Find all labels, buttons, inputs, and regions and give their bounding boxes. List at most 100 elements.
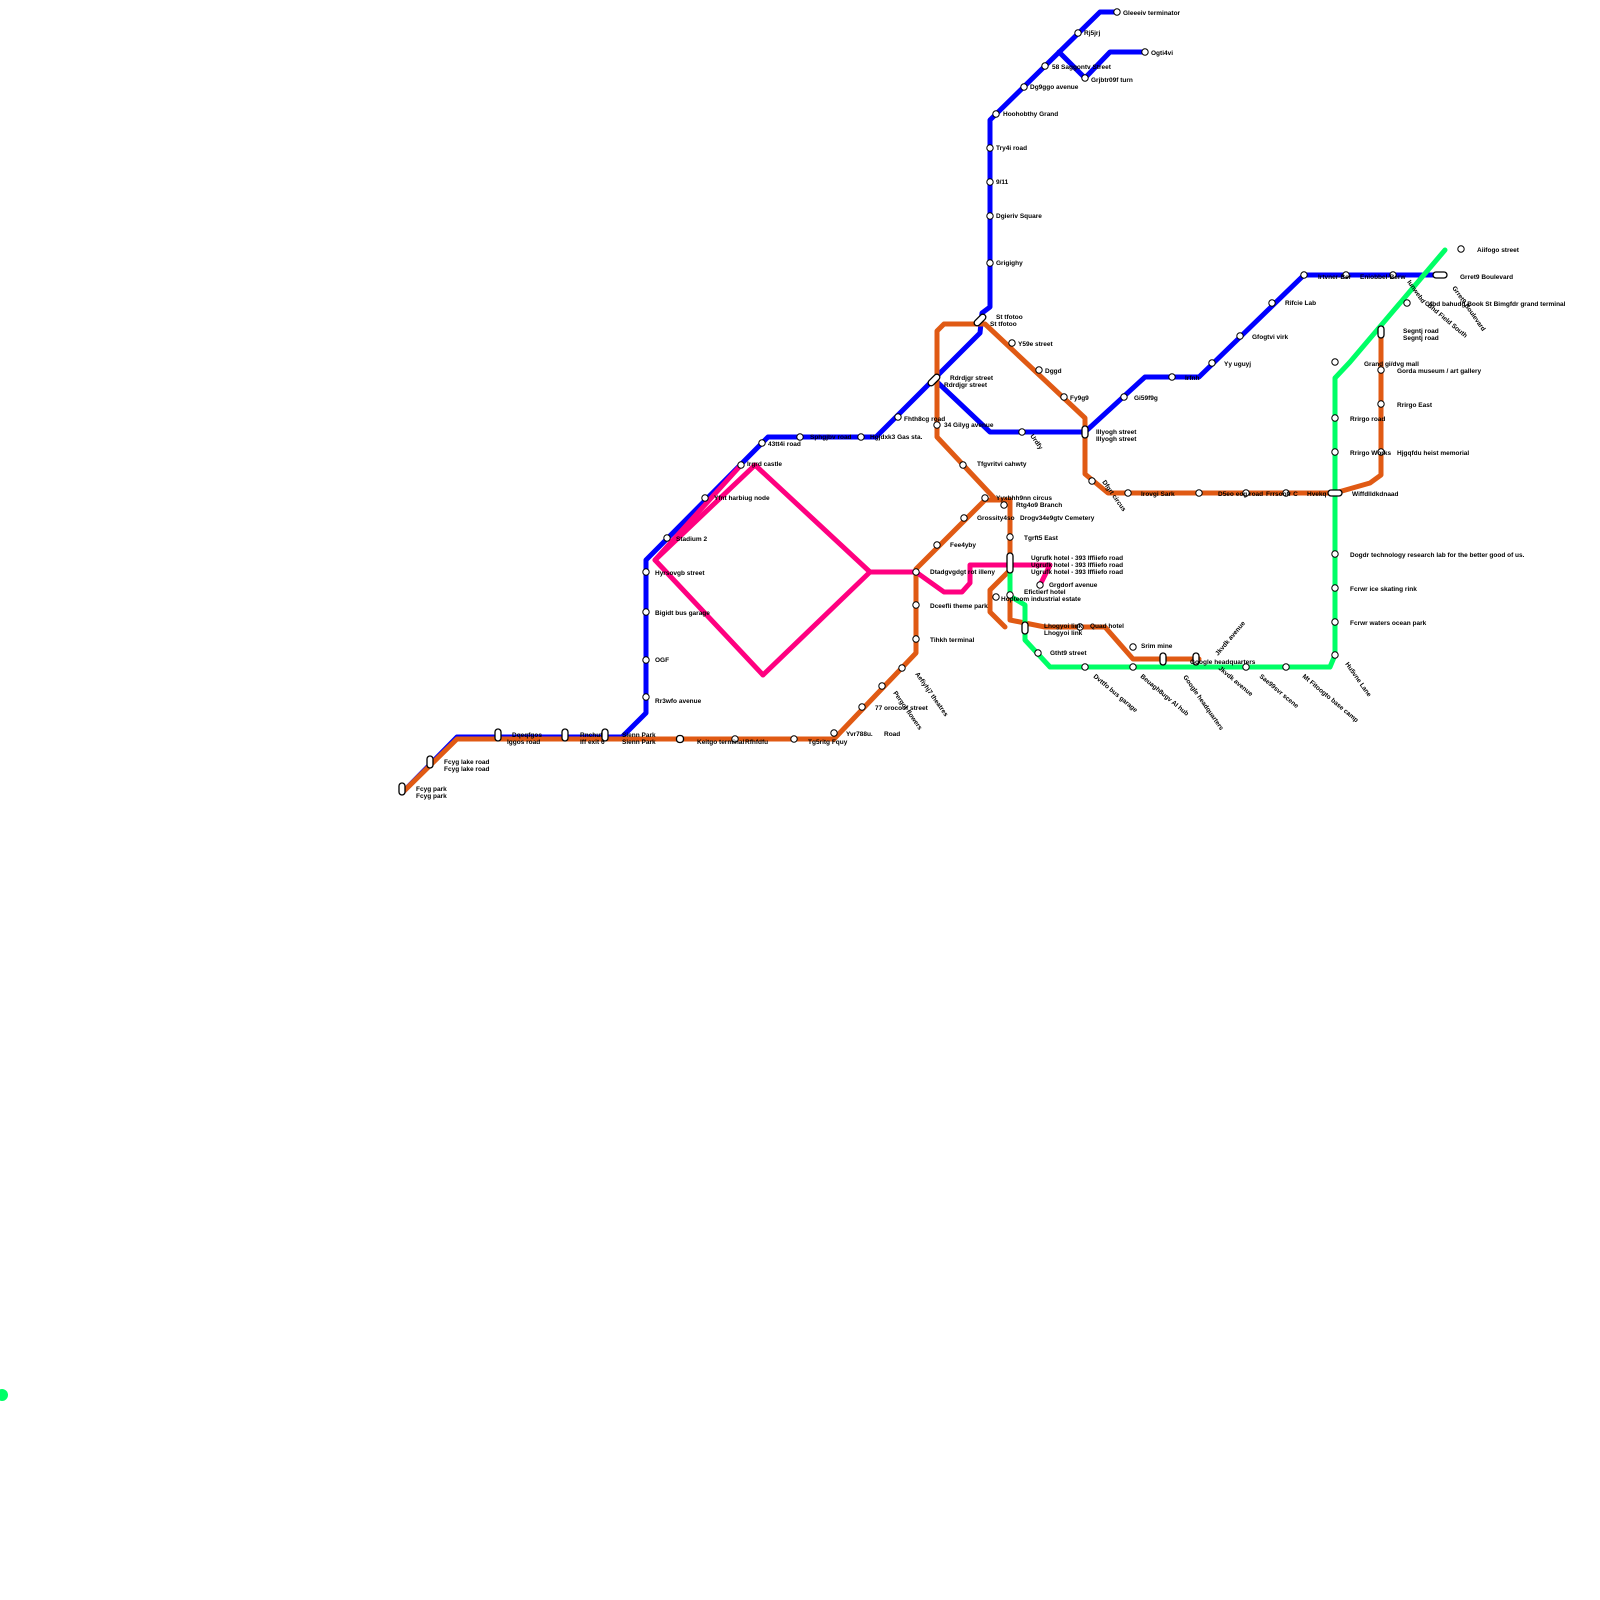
station-marker[interactable]	[959, 461, 967, 469]
station-marker[interactable]	[986, 212, 994, 220]
interchange-marker[interactable]	[1432, 271, 1448, 279]
station-label[interactable]: Hoohobthy Grand	[1003, 111, 1058, 118]
station-label[interactable]: Y59e street	[1018, 341, 1054, 348]
station-label[interactable]: Sienn Park	[622, 739, 656, 746]
station-label[interactable]: Illyogh street	[1096, 436, 1137, 443]
station-label[interactable]: 34 Gilyg avenue	[944, 422, 994, 429]
station-marker[interactable]	[642, 693, 650, 701]
station-marker[interactable]	[1129, 663, 1137, 671]
station-marker[interactable]	[1168, 373, 1176, 381]
station-marker[interactable]	[1377, 366, 1385, 374]
station-label[interactable]: Rifcie Lab	[1285, 300, 1316, 307]
station-label[interactable]: Rdrdjgr street	[950, 375, 994, 382]
station-marker[interactable]	[986, 259, 994, 267]
station-marker[interactable]	[1282, 489, 1290, 497]
station-marker[interactable]	[796, 433, 804, 441]
station-marker[interactable]	[1060, 393, 1068, 401]
interchange-marker[interactable]	[927, 373, 941, 387]
station-label[interactable]: Dtadgvgdgt rot illeny	[930, 569, 995, 576]
station-label[interactable]: Gi59f9g	[1134, 395, 1158, 402]
station-label[interactable]: St tfotoo	[996, 314, 1023, 321]
station-label[interactable]: Irtvner-Ber	[1318, 274, 1352, 281]
station-label[interactable]: Segntj road	[1403, 335, 1439, 342]
station-marker[interactable]	[1342, 271, 1350, 279]
station-marker[interactable]	[878, 682, 886, 690]
station-label[interactable]: 77 orocoof street	[875, 705, 929, 712]
station-marker[interactable]	[1124, 489, 1132, 497]
station-label[interactable]: Srim mine	[1141, 643, 1173, 650]
station-label[interactable]: Yvr788u.	[846, 731, 873, 738]
station-label[interactable]: Fcyg park	[416, 786, 447, 793]
interchange-marker[interactable]	[1021, 621, 1029, 635]
station-marker[interactable]	[1268, 299, 1276, 307]
station-label[interactable]: Tgrft5 East	[1024, 535, 1059, 542]
station-marker[interactable]	[981, 494, 989, 502]
station-label[interactable]: Yy uguyj	[1224, 361, 1251, 368]
interchange-marker[interactable]	[426, 755, 434, 769]
station-label[interactable]: Irgrd castle	[747, 461, 782, 468]
station-label[interactable]: Hu5vne Lane	[1343, 661, 1372, 698]
station-label[interactable]: Dgieriv Square	[996, 213, 1042, 220]
station-label[interactable]: Gfbd bahudg Book St Bimgfdr grand termin…	[1425, 301, 1566, 308]
station-marker[interactable]	[1006, 533, 1014, 541]
station-label[interactable]: D5eo eog road	[1218, 491, 1263, 498]
interchange-marker[interactable]	[398, 782, 406, 796]
interchange-marker[interactable]	[601, 728, 609, 742]
station-marker[interactable]	[830, 729, 838, 737]
station-marker[interactable]	[1377, 400, 1385, 408]
station-label[interactable]: Dfgrt circus	[1100, 479, 1127, 513]
station-label[interactable]: 43tt4i road	[768, 441, 801, 448]
station-marker[interactable]	[1088, 477, 1096, 485]
station-label[interactable]: Jkvdk avenue	[1217, 665, 1254, 698]
station-label[interactable]: Drogv34e9gtv Cemetery	[1020, 515, 1095, 522]
station-label[interactable]: Fcyg park	[416, 793, 447, 800]
station-label[interactable]: Dogdr technology research lab for the be…	[1350, 552, 1525, 559]
station-label[interactable]: Mt Fitoogto base camp	[1301, 673, 1360, 724]
station-marker[interactable]	[898, 664, 906, 672]
station-marker[interactable]	[1403, 299, 1411, 307]
station-label[interactable]: Dggd	[1045, 368, 1062, 375]
station-label[interactable]: Irfnh	[1185, 375, 1199, 382]
station-label[interactable]: Wiffdlldkdnaad	[1352, 491, 1399, 498]
station-marker[interactable]	[912, 601, 920, 609]
station-marker[interactable]	[992, 110, 1000, 118]
station-label[interactable]: Urdfy	[1028, 433, 1044, 451]
station-marker[interactable]	[992, 593, 1000, 601]
station-marker[interactable]	[737, 461, 745, 469]
station-marker[interactable]	[1006, 591, 1014, 599]
station-label[interactable]: Grossity4so	[977, 515, 1015, 522]
station-label[interactable]: Illyogh street	[1096, 429, 1137, 436]
station-marker[interactable]	[1331, 550, 1339, 558]
station-marker[interactable]	[960, 514, 968, 522]
station-label[interactable]: St tfotoo	[990, 321, 1017, 328]
interchange-marker[interactable]	[1327, 489, 1343, 497]
interchange-marker[interactable]	[1006, 552, 1014, 574]
station-marker[interactable]	[1331, 618, 1339, 626]
station-label[interactable]: Gfogtvi virk	[1252, 334, 1289, 341]
station-marker[interactable]	[663, 534, 671, 542]
station-label[interactable]: Iggos road	[507, 739, 540, 746]
station-label[interactable]: Fcrwr ice skating rink	[1350, 586, 1417, 593]
station-label[interactable]: Iff exit 6	[580, 739, 605, 746]
station-label[interactable]: Dqeqfgos	[512, 732, 542, 739]
station-label[interactable]: Hopteom industrial estate	[1001, 596, 1081, 603]
station-marker[interactable]	[642, 656, 650, 664]
station-marker[interactable]	[1331, 358, 1339, 366]
station-marker[interactable]	[1331, 651, 1339, 659]
station-marker[interactable]	[1020, 83, 1028, 91]
station-marker[interactable]	[1282, 663, 1290, 671]
station-label[interactable]: Fcyg lake road	[444, 759, 490, 766]
interchange-marker[interactable]	[494, 728, 502, 742]
station-label[interactable]: Quad hotel	[1090, 623, 1124, 630]
station-label[interactable]: Road	[884, 731, 900, 738]
station-label[interactable]: Grjbtr09f turn	[1091, 77, 1133, 84]
station-label[interactable]: Rfhfdfu	[745, 739, 768, 746]
station-label[interactable]: Hjgqfdu heist memorial	[1397, 450, 1469, 457]
interchange-marker[interactable]	[1377, 325, 1385, 339]
station-marker[interactable]	[858, 703, 866, 711]
station-marker[interactable]	[1018, 428, 1026, 436]
station-marker[interactable]	[912, 635, 920, 643]
station-marker[interactable]	[933, 541, 941, 549]
station-marker[interactable]	[1000, 501, 1008, 509]
station-label[interactable]: Fcrwr waters ocean park	[1350, 620, 1427, 627]
